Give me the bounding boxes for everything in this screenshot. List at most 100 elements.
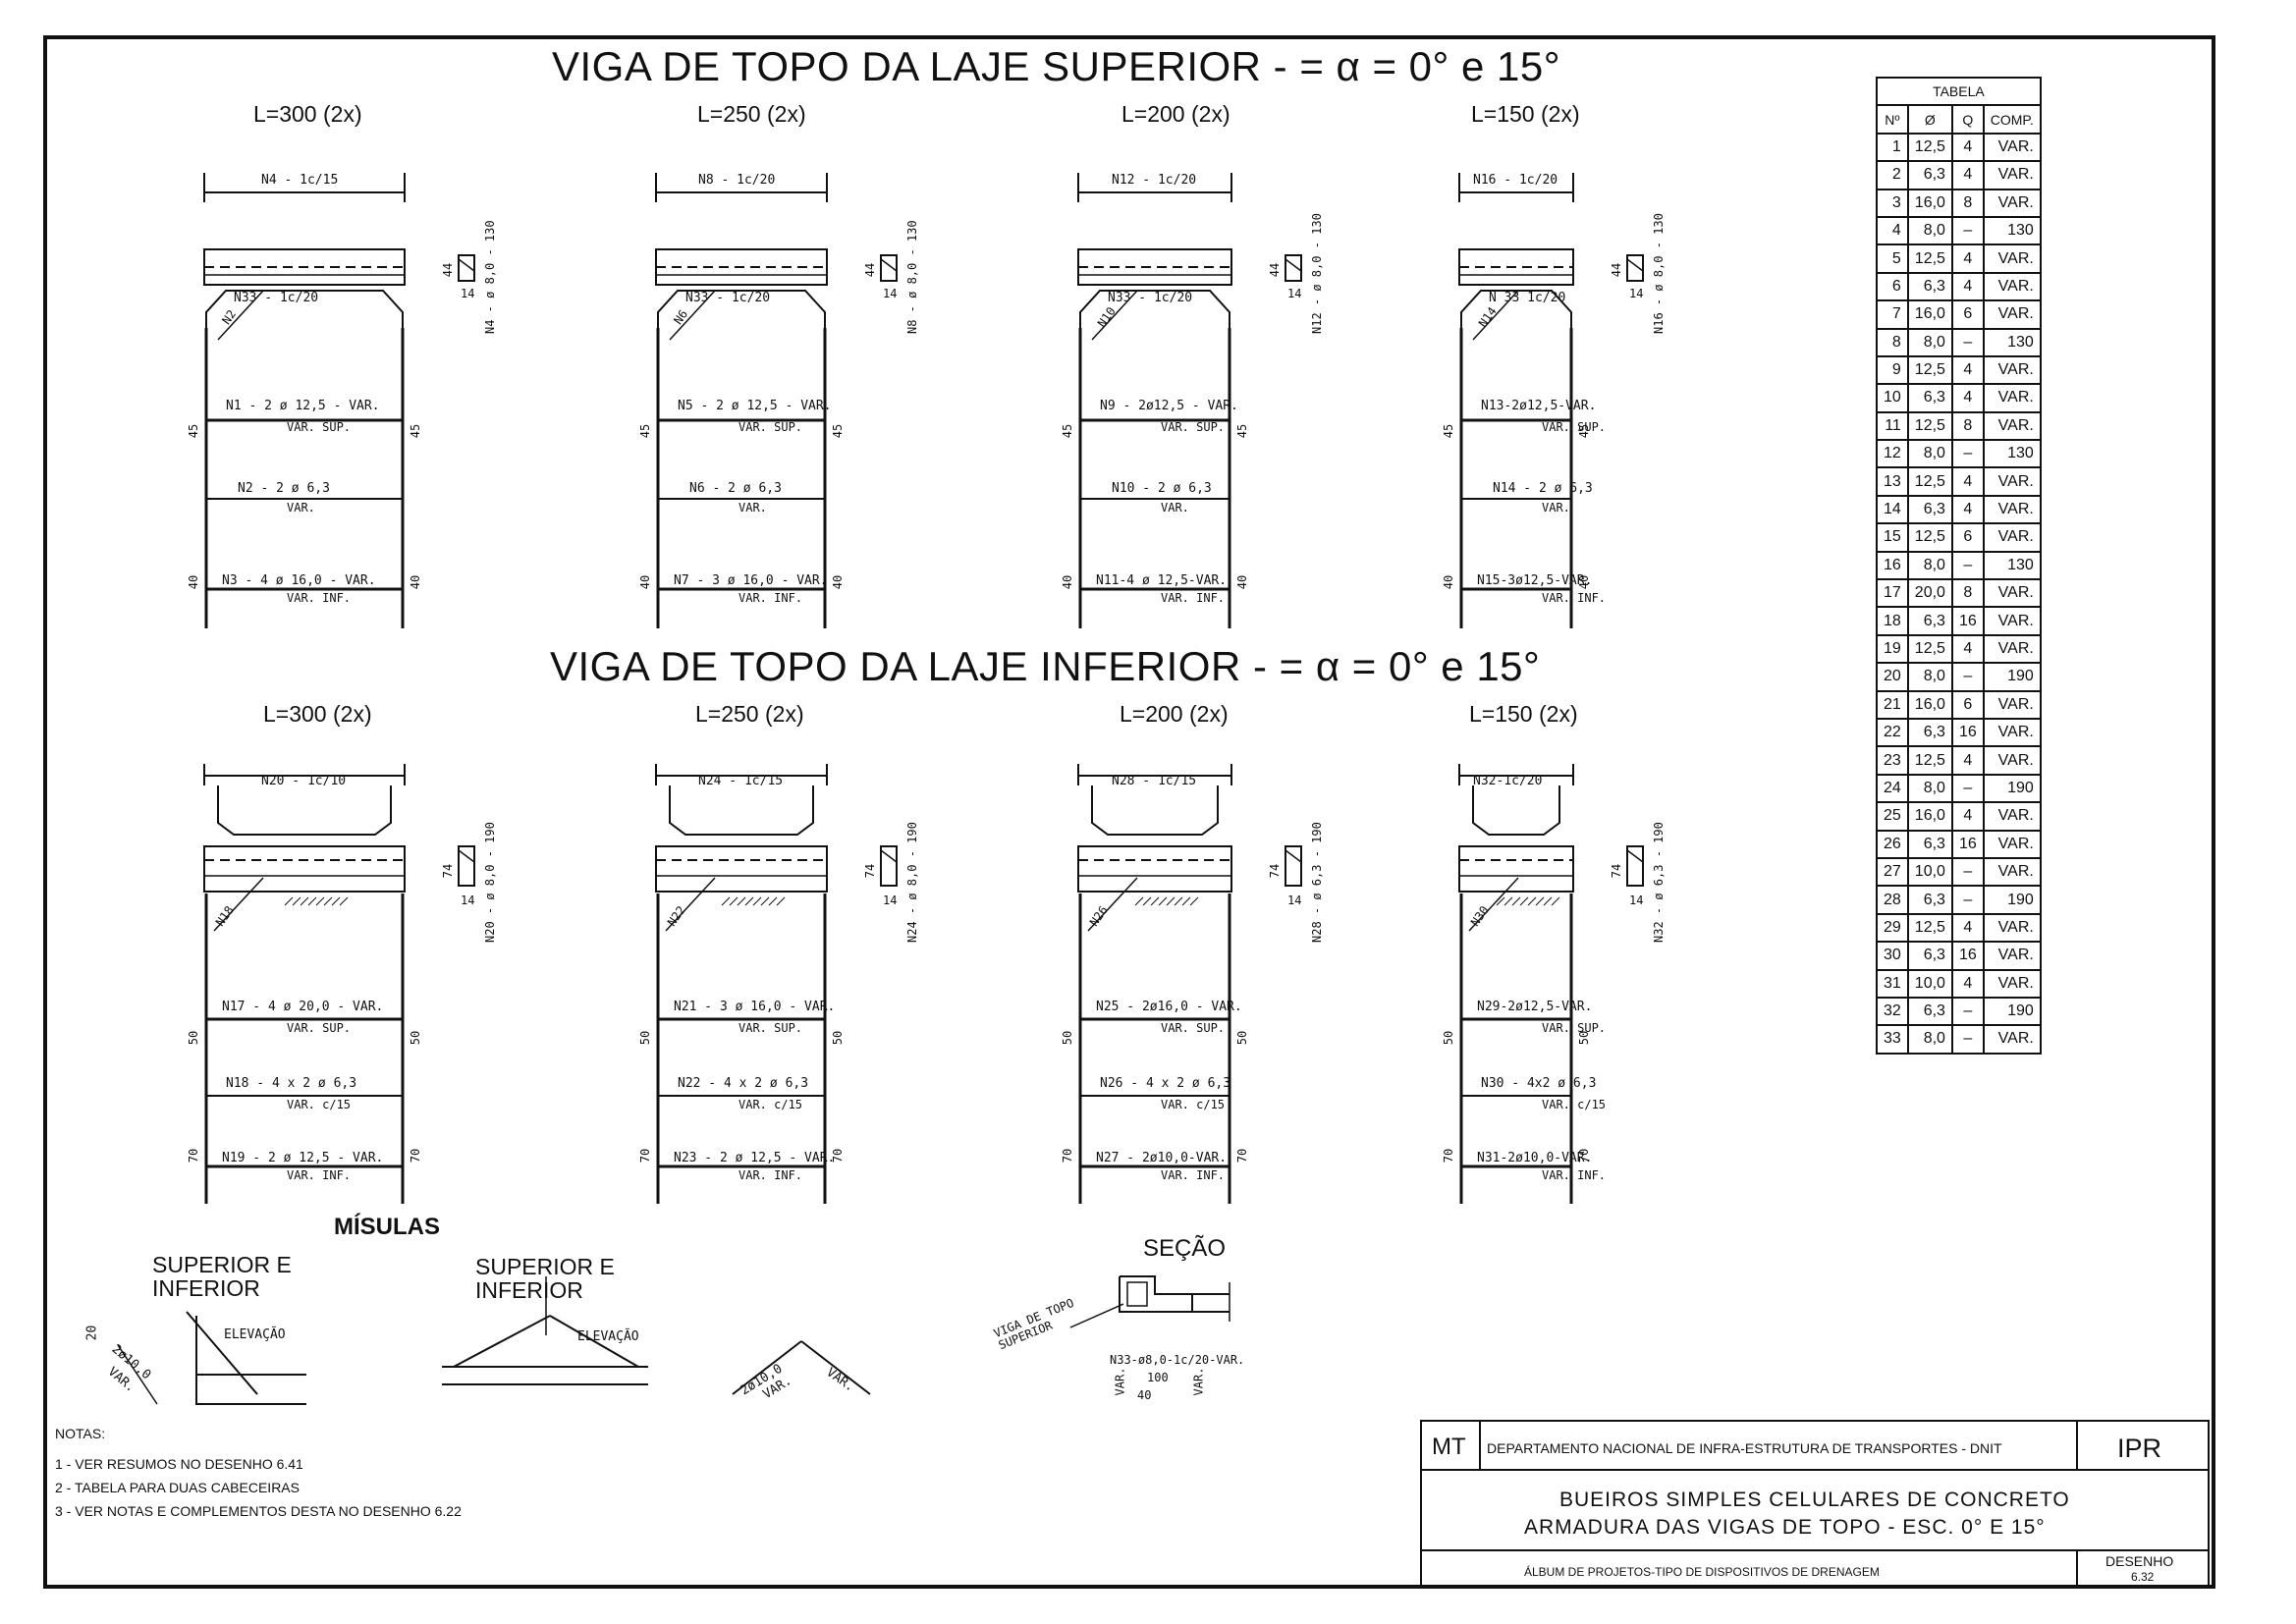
- mid-bar-label: N30 - 4x2 ø 6,3: [1481, 1076, 1597, 1091]
- stirrup-detail: [1626, 845, 1644, 887]
- mid-bar-sub: VAR.: [1161, 501, 1189, 514]
- stirrup-dim: 14: [1287, 287, 1302, 300]
- height-label: 40: [1061, 574, 1075, 590]
- table-cell: 6: [1950, 522, 1985, 553]
- table-cell: 29: [1876, 912, 1909, 944]
- stirrup-label: N28 - 1c/15: [1112, 774, 1197, 788]
- note-item: 2 - TABELA PARA DUAS CABECEIRAS: [55, 1480, 300, 1495]
- table-cell: 6: [1876, 271, 1909, 302]
- stirrup-dim: 44: [1610, 262, 1624, 278]
- album-label: ÁLBUM DE PROJETOS-TIPO DE DISPOSITIVOS D…: [1524, 1565, 1880, 1579]
- stirrup-detail: [1626, 254, 1644, 282]
- height-label: 70: [187, 1148, 201, 1164]
- haunch-outline: [1079, 290, 1230, 328]
- table-cell: 6,3: [1906, 941, 1953, 971]
- mid-bar-label: N14 - 2 ø 6,3: [1493, 481, 1593, 496]
- table-cell: 23: [1876, 745, 1909, 776]
- table-cell: VAR.: [1982, 132, 2042, 163]
- stirrup-detail-label: N8 - ø 8,0 - 130: [905, 220, 919, 334]
- table-cell: VAR.: [1982, 717, 2042, 748]
- table-cell: 190: [1982, 885, 2042, 915]
- soil-hatch: [307, 896, 317, 906]
- stirrup-dim: 44: [441, 262, 456, 278]
- table-cell: 12,5: [1906, 244, 1953, 274]
- table-cell: VAR.: [1982, 801, 2042, 832]
- table-cell: 28: [1876, 885, 1909, 915]
- bot-bar-sub: VAR. INF.: [738, 591, 803, 605]
- mid-bar-label: N6 - 2 ø 6,3: [689, 481, 782, 496]
- table-cell: 20: [1876, 662, 1909, 692]
- table-cell: 11: [1876, 410, 1909, 442]
- span-label: L=150 (2x): [1469, 701, 1578, 727]
- mid-bar-sub: VAR.: [1542, 501, 1570, 514]
- table-cell: 12,5: [1906, 132, 1953, 163]
- height-label: 40: [1577, 574, 1592, 590]
- height-label: 70: [409, 1148, 423, 1164]
- table-cell: 190: [1982, 773, 2042, 804]
- soil-hatch: [1142, 896, 1152, 906]
- bot-bar-sub: VAR. INF.: [1161, 1168, 1226, 1182]
- table-cell: 6,3: [1906, 494, 1953, 525]
- table-cell: VAR.: [1982, 856, 2042, 888]
- height-label: 40: [638, 574, 653, 590]
- stirrup-hook: [880, 849, 898, 863]
- mid-bar-label: N26 - 4 x 2 ø 6,3: [1100, 1076, 1231, 1091]
- table-cell: 19: [1876, 633, 1909, 665]
- note-item: 1 - VER RESUMOS NO DESENHO 6.41: [55, 1456, 303, 1472]
- table-cell: 130: [1982, 550, 2042, 581]
- table-cell: 4: [1950, 745, 1985, 776]
- table-cell: 8: [1950, 410, 1985, 442]
- soil-hatch: [331, 896, 341, 906]
- table-cell: –: [1950, 1024, 1985, 1055]
- height-label: 40: [1442, 574, 1456, 590]
- table-cell: 16,0: [1906, 801, 1953, 832]
- soil-hatch: [1150, 896, 1160, 906]
- stirrup-label: N20 - 1c/10: [261, 774, 347, 788]
- misula-bar: [186, 1311, 258, 1395]
- table-cell: 12,5: [1906, 410, 1953, 442]
- height-label: 40: [187, 574, 201, 590]
- misula-bar: [549, 1315, 639, 1368]
- stirrup-dim: 74: [441, 863, 456, 879]
- table-cell: 16: [1950, 829, 1985, 859]
- table-cell: 33: [1876, 1024, 1909, 1055]
- span-label: L=200 (2x): [1121, 101, 1230, 127]
- table-cell: 190: [1982, 996, 2042, 1027]
- height-label: 45: [638, 423, 653, 439]
- soil-hatch: [323, 896, 333, 906]
- soil-hatch: [1134, 896, 1144, 906]
- height-label: 50: [1442, 1030, 1456, 1046]
- table-cell: VAR.: [1982, 829, 2042, 859]
- bot-bar-label: N23 - 2 ø 12,5 - VAR.: [674, 1151, 836, 1165]
- table-cell: VAR.: [1982, 1024, 2042, 1055]
- table-cell: 6,3: [1906, 829, 1953, 859]
- table-cell: 6,3: [1906, 606, 1953, 636]
- top-bar-sub: VAR. SUP.: [1542, 1021, 1607, 1035]
- title-lower: VIGA DE TOPO DA LAJE INFERIOR - = α = 0°…: [550, 643, 1541, 689]
- table-cell: 32: [1876, 996, 1909, 1027]
- height-label: 50: [1061, 1030, 1075, 1046]
- table-cell: 8,0: [1906, 215, 1953, 246]
- table-cell: 12,5: [1906, 466, 1953, 497]
- table-cell: VAR.: [1982, 689, 2042, 720]
- height-label: 50: [1577, 1030, 1592, 1046]
- top-bar-sub: VAR. SUP.: [1161, 1021, 1226, 1035]
- table-cell: VAR.: [1982, 188, 2042, 218]
- soil-hatch: [1503, 896, 1513, 906]
- table-cell: VAR.: [1982, 968, 2042, 999]
- bot-bar-label: N11-4 ø 12,5-VAR.: [1096, 573, 1228, 588]
- stirrup-detail: [880, 845, 898, 887]
- soil-hatch: [744, 896, 754, 906]
- table-cell: 16,0: [1906, 188, 1953, 218]
- height-label: 40: [1235, 574, 1250, 590]
- top-bar-sub: VAR. SUP.: [738, 1021, 803, 1035]
